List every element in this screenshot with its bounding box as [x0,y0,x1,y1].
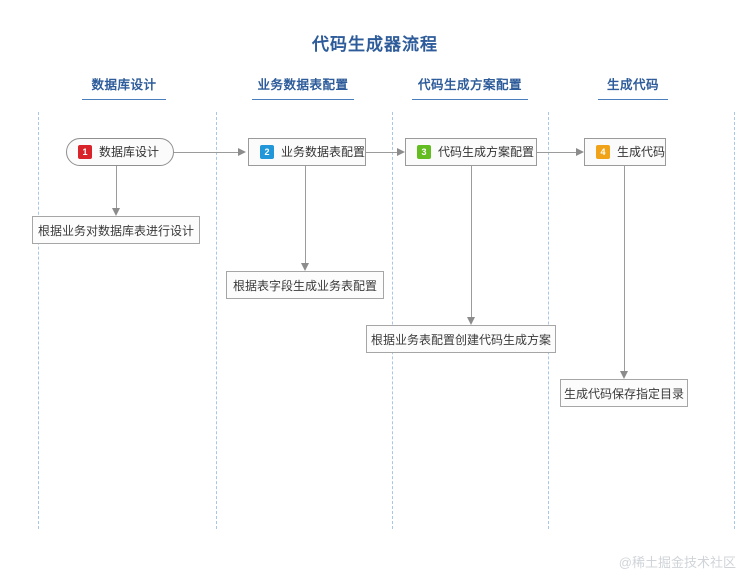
lane-divider-5 [734,112,735,529]
connector-step3-to-step4 [537,152,576,153]
step-label-codegen-plan-config: 代码生成方案配置 [438,145,535,159]
lane-header-codegen-plan-config: 代码生成方案配置 [412,74,528,100]
arrowhead-down-icon-1 [111,208,120,216]
step-badge-3: 3 [417,145,431,159]
lane-divider-4 [548,112,549,529]
connector-step2-to-desc2 [305,166,306,263]
connector-step2-to-step3 [366,152,397,153]
lane-header-business-table-config: 业务数据表配置 [252,74,354,100]
lane-header-database-design: 数据库设计 [82,74,166,100]
description-box-business-table-config: 根据表字段生成业务表配置 [226,271,384,299]
arrowhead-down-icon-4 [619,371,628,379]
lane-divider-3 [392,112,393,529]
page-title: 代码生成器流程 [312,35,438,54]
step-node-business-table-config[interactable]: 2 业务数据表配置 [248,138,366,166]
step-node-database-design[interactable]: 1 数据库设计 [66,138,174,166]
step-node-generate-code[interactable]: 4 生成代码 [584,138,666,166]
arrowhead-down-icon-2 [300,263,309,271]
connector-step3-to-desc3 [471,166,472,317]
lane-divider-1 [38,112,39,529]
connector-step4-to-desc4 [624,166,625,371]
arrowhead-right-icon-3 [576,147,584,156]
connector-step1-to-desc1 [116,166,117,208]
step-label-generate-code: 生成代码 [617,145,666,159]
lane-divider-2 [216,112,217,529]
description-box-codegen-plan-config: 根据业务表配置创建代码生成方案 [366,325,556,353]
description-box-database-design: 根据业务对数据库表进行设计 [32,216,200,244]
connector-step1-to-step2 [174,152,238,153]
step-badge-1: 1 [78,145,92,159]
step-badge-2: 2 [260,145,274,159]
step-label-business-table-config: 业务数据表配置 [281,145,366,159]
arrowhead-right-icon-1 [238,147,246,156]
step-label-database-design: 数据库设计 [99,145,160,159]
step-badge-4: 4 [596,145,610,159]
description-box-generate-code: 生成代码保存指定目录 [560,379,688,407]
arrowhead-right-icon-2 [397,147,405,156]
lane-header-generate-code: 生成代码 [598,74,668,100]
step-node-codegen-plan-config[interactable]: 3 代码生成方案配置 [405,138,537,166]
arrowhead-down-icon-3 [466,317,475,325]
watermark: @稀土掘金技术社区 [618,555,736,570]
